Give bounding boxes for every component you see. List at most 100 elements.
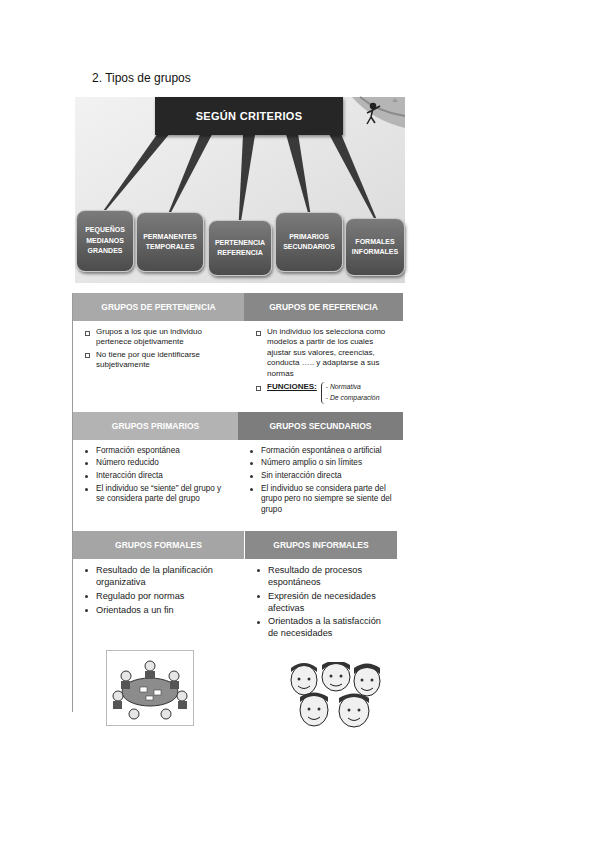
bullet-mark [250, 475, 253, 478]
bullet-mark [257, 621, 260, 624]
bullet-text: Resultado de la planificación organizati… [96, 565, 213, 587]
bullet-item: El individuo se “siente” del grupo y se … [85, 484, 232, 505]
bullet-item: FUNCIONES: - Normativa- De comparación [256, 382, 397, 404]
bullet-mark [250, 450, 253, 453]
bullet-item: El individuo se considera parte del grup… [250, 484, 397, 516]
wedge-connector [286, 135, 310, 212]
box-label: PERTENENCIA REFERENCIA [212, 238, 268, 259]
bullet-mark [85, 353, 90, 358]
small-star [392, 98, 398, 102]
wedge-connector [329, 135, 376, 218]
bullet-mark [257, 569, 260, 572]
panel-body: Grupos a los que un individuo pertenece … [73, 321, 244, 379]
panel-body: Formación espontánea o artificialNúmero … [238, 440, 403, 524]
box-label: SEGÚN CRITERIOS [196, 110, 303, 122]
criterion-box: PERTENENCIA REFERENCIA [208, 220, 272, 276]
wedge-shape [169, 135, 212, 212]
bullet-item: Resultado de la planificación organizati… [85, 565, 238, 589]
panel-header: GRUPOS PRIMARIOS [73, 412, 238, 440]
wedge-connector [104, 135, 169, 210]
wedge-connector [239, 135, 255, 220]
panel-header: GRUPOS FORMALES [73, 531, 244, 559]
diagram-ground [75, 97, 405, 283]
bullet-text: Número reducido [96, 458, 159, 467]
bullet-mark [85, 569, 88, 572]
panel-header: GRUPOS SECUNDARIOS [238, 412, 403, 440]
box-label: PEQUEÑOS MEDIANOS GRANDES [80, 225, 130, 257]
panel-body: Formación espontáneaNúmero reducidoInter… [73, 440, 238, 513]
panel-header: GRUPOS INFORMALES [245, 531, 397, 559]
bullet-item: Formación espontánea [85, 446, 232, 457]
bullet-text: Número amplio o sin límites [261, 458, 362, 467]
bullet-item: Orientados a un fin [85, 605, 238, 617]
bullet-item: Número amplio o sin límites [250, 458, 397, 469]
bullet-text: Orientados a un fin [96, 605, 174, 615]
criterion-box: FORMALES INFORMALES [345, 218, 405, 276]
group-panel: GRUPOS DE PERTENENCIA Grupos a los que un… [73, 293, 244, 412]
bullet-text: Interacción directa [96, 471, 163, 480]
bullet-text: Regulado por normas [96, 591, 184, 601]
bullet-item: No tiene por que identificarse subjetiva… [85, 350, 238, 371]
bullet-mark [85, 609, 88, 612]
bullet-mark [250, 488, 253, 491]
bullet-text: Formación espontánea [96, 446, 180, 455]
bullet-text: Sin interacción directa [261, 471, 342, 480]
faces-cartoon [284, 662, 386, 730]
bullet-text: El individuo se considera parte del grup… [261, 484, 392, 514]
bullet-text: Orientados a la satisfacción de necesida… [268, 616, 381, 638]
functions-brace: - Normativa- De comparación [321, 382, 380, 404]
bullet-item: Formación espontánea o artificial [250, 446, 397, 457]
bullet-item: Número reducido [85, 458, 232, 469]
function-item: - Normativa [326, 382, 380, 393]
swoosh-line [360, 97, 405, 116]
bullet-mark [250, 462, 253, 465]
bullet-mark [85, 462, 88, 465]
bullet-text: Formación espontánea o artificial [261, 446, 382, 455]
wedge-shape [104, 135, 169, 210]
bullet-text: No tiene por que identificarse subjetiva… [96, 350, 200, 369]
bullet-item: Orientados a la satisfacción de necesida… [257, 616, 391, 640]
bullet-mark [85, 488, 88, 491]
bullet-item: Un individuo los selecciona como modelos… [256, 327, 397, 379]
climber-figure [367, 104, 380, 125]
bullet-text: El individuo se “siente” del grupo y se … [96, 484, 221, 504]
box-label: PRIMARIOS SECUNDARIOS [279, 232, 339, 253]
functions-label: FUNCIONES: [267, 382, 317, 392]
panel-body: Resultado de procesos espontáneosExpresi… [245, 559, 397, 649]
bullet-text: Expresión de necesidades afectivas [268, 591, 376, 613]
corner-swoosh [352, 97, 405, 128]
bullet-item: Resultado de procesos espontáneos [257, 565, 391, 589]
bullet-mark [256, 386, 261, 391]
title-box: SEGÚN CRITERIOS [155, 97, 343, 135]
wedge-shape [239, 135, 255, 220]
panel-header: GRUPOS DE PERTENENCIA [73, 293, 244, 321]
bullet-mark [257, 595, 260, 598]
bullet-mark [85, 331, 90, 336]
criterion-box: PEQUEÑOS MEDIANOS GRANDES [76, 210, 134, 272]
group-panel: GRUPOS PRIMARIOSFormación espontáneaNúme… [73, 412, 238, 524]
group-panel: GRUPOS INFORMALESResultado de procesos e… [245, 531, 397, 649]
bullet-text: Un individuo los selecciona como modelos… [267, 327, 385, 378]
bullet-mark [85, 450, 88, 453]
bullet-mark [85, 595, 88, 598]
bullet-mark [85, 475, 88, 478]
bullet-item: Expresión de necesidades afectivas [257, 591, 391, 615]
bullet-item: Regulado por normas [85, 591, 238, 603]
bullet-text: Resultado de procesos espontáneos [268, 565, 362, 587]
functions-row: FUNCIONES: - Normativa- De comparación [267, 382, 397, 404]
group-panel: GRUPOS FORMALES Resultado de la planifica… [73, 531, 244, 649]
meeting-cartoon [106, 650, 194, 726]
group-panel: GRUPOS SECUNDARIOSFormación espontánea o… [238, 412, 403, 524]
bullet-item: Sin interacción directa [250, 471, 397, 482]
page-title: 2. Tipos de grupos [92, 71, 191, 85]
group-panel: GRUPOS DE REFERENCIA Un individuo los sel… [244, 293, 403, 412]
bullet-text: Grupos a los que un individuo pertenece … [96, 327, 202, 346]
panel-body: Un individuo los selecciona como modelos… [244, 321, 403, 412]
criterion-box: PERMANENTES TEMPORALES [136, 212, 204, 272]
criterion-box: PRIMARIOS SECUNDARIOS [275, 212, 343, 272]
box-label: PERMANENTES TEMPORALES [140, 232, 200, 253]
bullet-mark [256, 331, 261, 336]
panel-header: GRUPOS DE REFERENCIA [244, 293, 403, 321]
panel-body: Resultado de la planificación organizati… [73, 559, 244, 625]
